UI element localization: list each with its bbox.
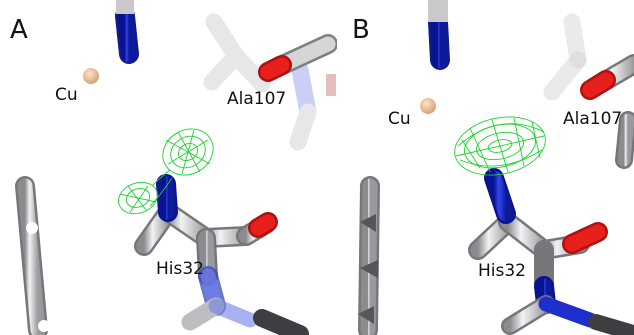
panel-b-left-carbon-stick <box>358 176 380 335</box>
panel-b: B Cu Ala107 <box>352 0 634 335</box>
panel-b-ala107 <box>543 13 634 169</box>
panel-a-ala107-label: Ala107 <box>227 89 286 109</box>
panel-a-density-mesh <box>118 128 214 215</box>
panel-a: A Cu Ala107 <box>10 0 338 335</box>
panel-a-letter: A <box>10 15 28 45</box>
panel-b-ala107-label: Ala107 <box>563 109 622 129</box>
panel-a-his32-label: His32 <box>156 259 204 279</box>
panel-b-cu-label: Cu <box>388 109 411 129</box>
panel-a-left-carbon-stick <box>15 176 50 335</box>
panel-b-his32-label: His32 <box>478 261 526 281</box>
panel-b-his32 <box>468 168 634 335</box>
panel-divider <box>337 0 339 335</box>
panel-a-copper-atom <box>83 68 99 84</box>
panel-b-top-nitrogen-stick <box>428 0 450 70</box>
panel-a-his32 <box>134 174 309 335</box>
panel-b-letter: B <box>352 15 370 45</box>
panel-b-density-mesh <box>454 116 546 176</box>
panel-b-copper-atom <box>420 98 436 114</box>
panel-a-cu-label: Cu <box>55 85 78 105</box>
panel-a-faded-residue <box>203 13 336 151</box>
panel-a-top-nitrogen-stick <box>115 0 139 64</box>
panel-a-ala107-carbonyl <box>258 34 338 82</box>
